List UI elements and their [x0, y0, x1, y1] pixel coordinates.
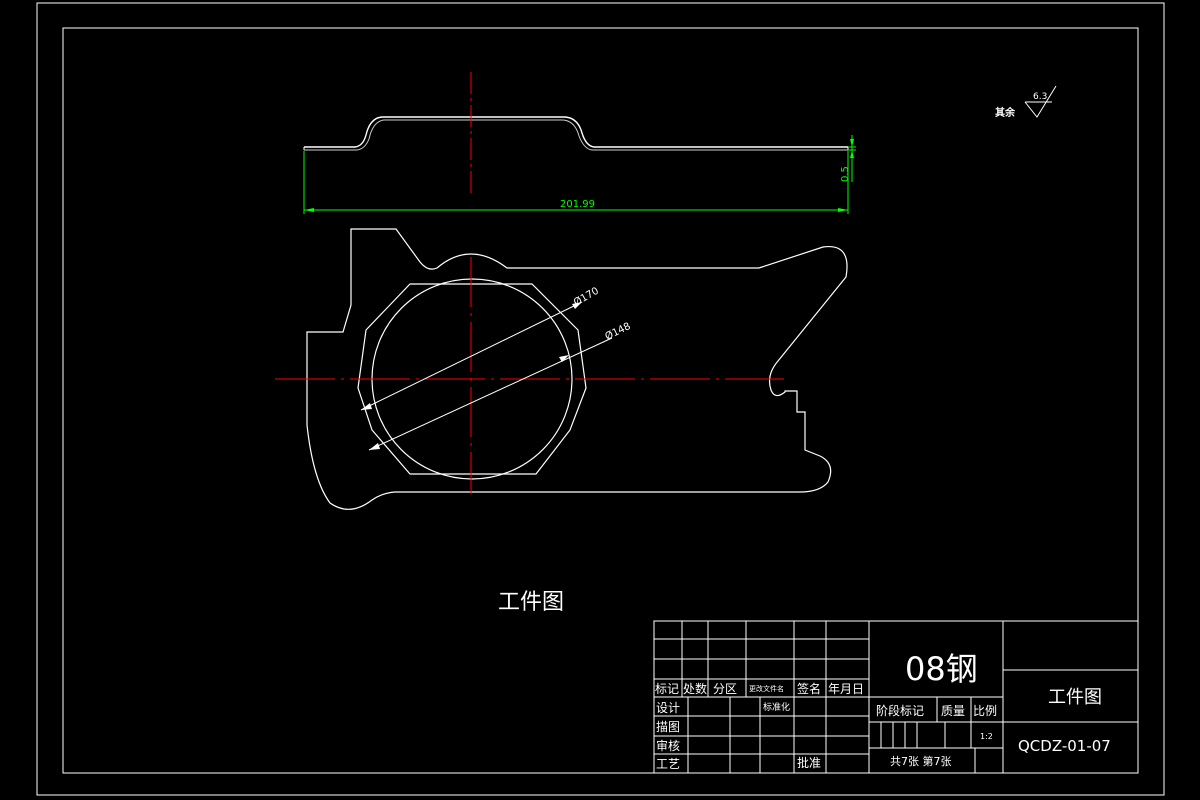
row-process: 工艺 [656, 757, 680, 771]
outer-border [36, 2, 1165, 796]
row-drawing: 描图 [656, 720, 680, 734]
stage-mark-label: 阶段标记 [876, 703, 924, 718]
drawing-number: QCDZ-01-07 [1018, 737, 1111, 755]
header-signature: 签名 [797, 681, 821, 696]
surface-roughness-symbol: 其余 6.3 [995, 85, 1057, 119]
header-mark: 标记 [655, 682, 679, 696]
part-name: 工件图 [1048, 687, 1102, 708]
header-count: 处数 [683, 681, 707, 696]
inner-diameter-dimension: Ø148 [368, 320, 633, 451]
length-dimension: 201.99 [303, 151, 849, 214]
plan-view [275, 228, 848, 510]
roughness-prefix: 其余 [995, 106, 1016, 119]
row-review: 审核 [656, 738, 680, 753]
scale-value: 1:2 [980, 732, 993, 741]
header-zone: 分区 [713, 682, 737, 696]
title-block-text: 标记 处数 分区 更改文件名 签名 年月日 设计 标准化 描图 审核 工艺 批准… [655, 650, 1111, 771]
scale-label: 比例 [973, 704, 997, 718]
mass-label: 质量 [941, 704, 965, 718]
row-design: 设计 [656, 701, 680, 715]
header-date: 年月日 [828, 682, 864, 696]
outer-diameter-label: Ø170 [572, 285, 601, 309]
roughness-value: 6.3 [1033, 92, 1047, 102]
length-dimension-label: 201.99 [560, 199, 595, 210]
blank-outline [306, 228, 848, 510]
outer-ring [357, 283, 587, 475]
row-approve: 批准 [797, 755, 821, 770]
outer-diameter-dimension: Ø170 [360, 285, 601, 411]
side-view [303, 72, 849, 197]
inner-border [62, 27, 1139, 774]
title-block [653, 620, 1139, 774]
material-label: 08钢 [905, 650, 978, 688]
thickness-dimension: 0.5 [840, 135, 856, 182]
drawing-caption: 工件图 [498, 590, 564, 615]
inner-diameter-label: Ø148 [603, 320, 632, 343]
thickness-dimension-label: 0.5 [840, 166, 851, 182]
row-standardization: 标准化 [763, 701, 790, 713]
header-doc-no: 更改文件名 [749, 684, 784, 693]
sheet-count: 共7张 第7张 [890, 754, 952, 768]
